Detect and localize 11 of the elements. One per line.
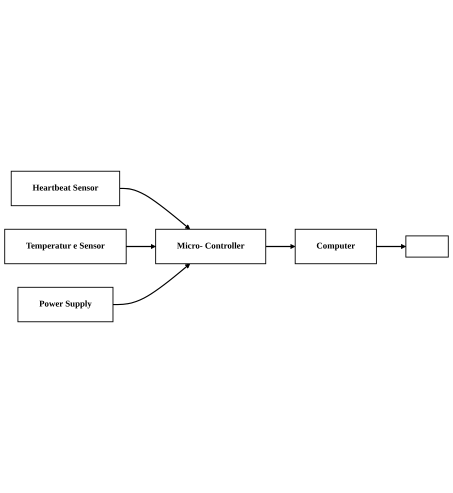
arrow (112, 264, 190, 306)
node-box (405, 235, 449, 258)
node-box: Power Supply (17, 286, 114, 322)
arrow (266, 244, 296, 250)
node-box: Computer (294, 228, 377, 264)
node-box: Heartbeat Sensor (10, 170, 120, 206)
node-box: Temperatur e Sensor (4, 228, 127, 264)
arrow (126, 244, 156, 250)
node-box: Micro- Controller (155, 228, 266, 264)
arrow (376, 244, 406, 250)
arrow (120, 188, 190, 230)
